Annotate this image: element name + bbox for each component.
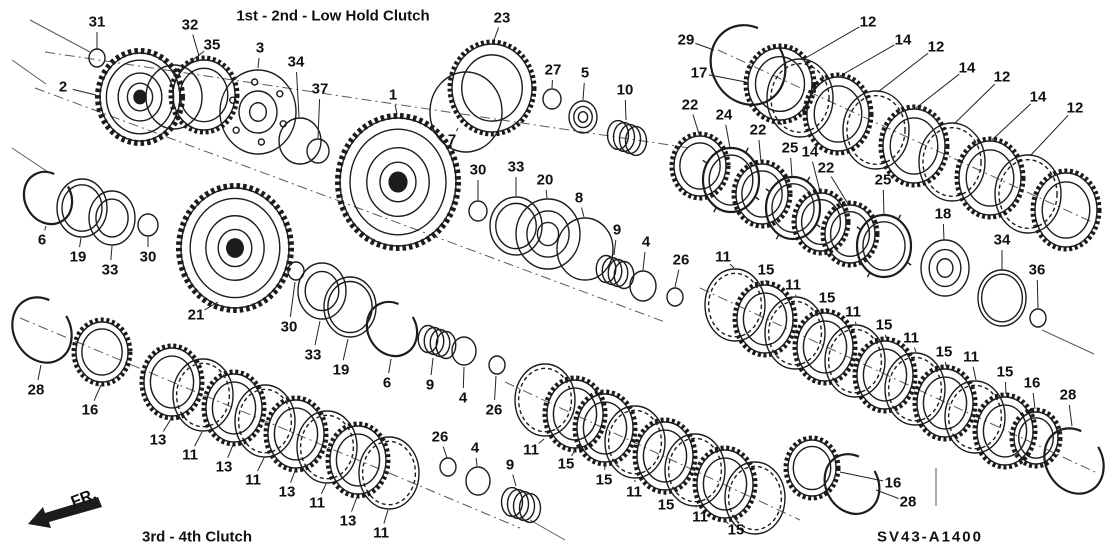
- drawing-number: SV43-A1400: [877, 528, 983, 546]
- part-label-22: 22: [681, 96, 699, 114]
- part-label-15: 15: [996, 363, 1014, 381]
- part-label-11: 11: [373, 524, 389, 542]
- part-label-30: 30: [139, 248, 157, 266]
- part-label-17: 17: [690, 64, 708, 82]
- assembly-title-bottom: 3rd - 4th Clutch: [141, 528, 253, 546]
- part-label-1: 1: [388, 86, 398, 104]
- part-label-8: 8: [574, 189, 584, 207]
- part-label-28: 28: [899, 493, 917, 511]
- part-label-5: 5: [580, 64, 590, 82]
- part-label-33: 33: [101, 261, 119, 279]
- part-label-25: 25: [874, 171, 892, 189]
- part-label-11: 11: [903, 329, 919, 347]
- part-label-14: 14: [1029, 88, 1047, 106]
- part-label-13: 13: [278, 483, 296, 501]
- part-label-4: 4: [641, 233, 651, 251]
- part-label-19: 19: [69, 248, 87, 266]
- part-label-6: 6: [37, 231, 47, 249]
- part-label-9: 9: [612, 221, 622, 239]
- part-label-13: 13: [149, 431, 167, 449]
- part-label-4: 4: [470, 439, 480, 457]
- part-label-15: 15: [935, 343, 953, 361]
- part-label-37: 37: [311, 80, 329, 98]
- part-label-7: 7: [447, 131, 457, 149]
- part-label-6: 6: [382, 374, 392, 392]
- part-label-20: 20: [536, 171, 554, 189]
- part-label-16: 16: [81, 401, 99, 419]
- part-label-10: 10: [616, 81, 634, 99]
- part-label-21: 21: [187, 306, 205, 324]
- part-label-32: 32: [181, 16, 199, 34]
- part-label-15: 15: [557, 455, 575, 473]
- generated-parts-layer: [11, 19, 1105, 541]
- part-label-11: 11: [963, 348, 979, 366]
- part-label-33: 33: [304, 346, 322, 364]
- part-label-35: 35: [203, 36, 221, 54]
- part-label-25: 25: [781, 139, 799, 157]
- part-label-16: 16: [884, 474, 902, 492]
- part-label-11: 11: [309, 494, 325, 512]
- part-label-24: 24: [715, 106, 733, 124]
- part-label-9: 9: [505, 456, 515, 474]
- part-label-30: 30: [280, 318, 298, 336]
- part-label-11: 11: [626, 483, 642, 501]
- part-label-11: 11: [715, 248, 731, 266]
- part-label-31: 31: [88, 13, 106, 31]
- part-label-2: 2: [58, 78, 68, 96]
- part-label-12: 12: [859, 13, 877, 31]
- part-label-13: 13: [215, 458, 233, 476]
- fr-direction-arrow: [28, 497, 102, 528]
- part-label-23: 23: [493, 9, 511, 27]
- part-label-15: 15: [657, 496, 675, 514]
- part-label-19: 19: [332, 361, 350, 379]
- part-label-28: 28: [1059, 386, 1077, 404]
- part-label-15: 15: [757, 261, 775, 279]
- part-label-14: 14: [801, 143, 819, 161]
- part-label-9: 9: [425, 376, 435, 394]
- part-label-29: 29: [677, 31, 695, 49]
- part-label-11: 11: [182, 446, 198, 464]
- part-label-12: 12: [1066, 99, 1084, 117]
- part-label-18: 18: [934, 205, 952, 223]
- part-label-22: 22: [817, 159, 835, 177]
- part-label-14: 14: [894, 31, 912, 49]
- part-label-16: 16: [1023, 374, 1041, 392]
- part-label-26: 26: [431, 428, 449, 446]
- part-label-15: 15: [595, 471, 613, 489]
- part-label-36: 36: [1028, 261, 1046, 279]
- part-label-14: 14: [958, 59, 976, 77]
- part-label-28: 28: [27, 381, 45, 399]
- part-label-26: 26: [672, 251, 690, 269]
- part-label-13: 13: [339, 512, 357, 530]
- part-label-11: 11: [845, 303, 861, 321]
- part-label-11: 11: [785, 276, 801, 294]
- part-label-26: 26: [485, 401, 503, 419]
- assembly-title-top: 1st - 2nd - Low Hold Clutch: [236, 7, 430, 25]
- part-label-27: 27: [544, 61, 562, 79]
- part-label-33: 33: [507, 158, 525, 176]
- part-label-15: 15: [875, 316, 893, 334]
- part-label-12: 12: [927, 38, 945, 56]
- part-label-3: 3: [255, 39, 265, 57]
- part-label-22: 22: [749, 121, 767, 139]
- part-label-11: 11: [692, 508, 708, 526]
- part-label-15: 15: [727, 521, 745, 539]
- part-label-34: 34: [287, 53, 305, 71]
- part-label-4: 4: [458, 389, 468, 407]
- part-label-30: 30: [469, 161, 487, 179]
- part-label-15: 15: [818, 289, 836, 307]
- part-label-12: 12: [993, 68, 1011, 86]
- part-label-34: 34: [993, 231, 1011, 249]
- part-label-11: 11: [523, 441, 539, 459]
- part-label-11: 11: [245, 471, 261, 489]
